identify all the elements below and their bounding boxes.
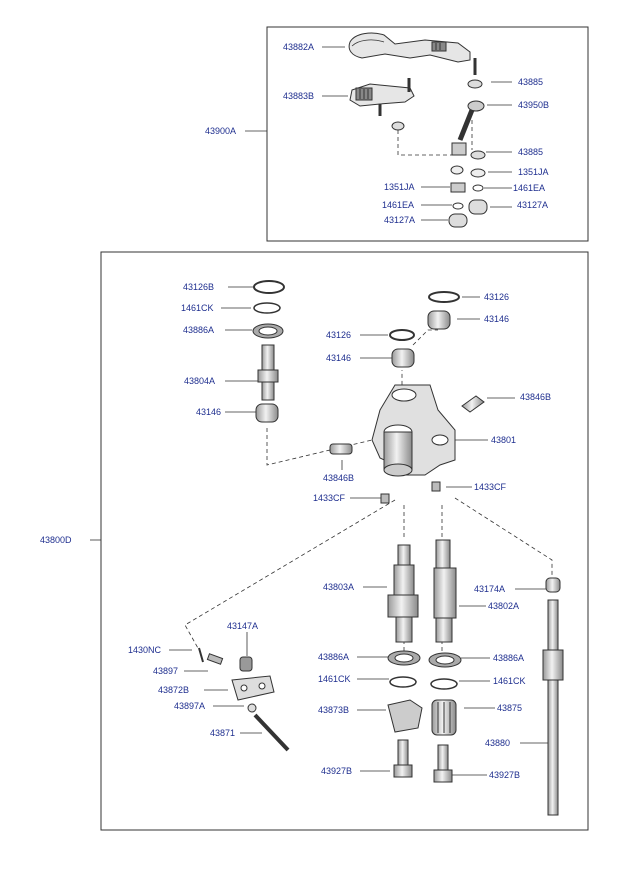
label-43872B: 43872B	[158, 685, 190, 695]
label-43127A-a: 43127A	[517, 200, 549, 210]
label-43802A: 43802A	[488, 601, 520, 611]
label-43846B-a: 43846B	[520, 392, 552, 402]
label-43885-b: 43885	[518, 147, 544, 157]
label-43871: 43871	[210, 728, 236, 738]
upper-assembly-frame	[266, 26, 589, 242]
label-43882A: 43882A	[283, 42, 315, 52]
part-43873B-43875-gears	[387, 699, 457, 736]
label-43886A-b: 43886A	[318, 652, 350, 662]
part-43883B-lever	[349, 78, 415, 131]
label-43800D: 43800D	[40, 535, 72, 545]
label-1433CF-b: 1433CF	[474, 482, 507, 492]
part-43950B-link	[448, 79, 488, 228]
label-43846B-b: 43846B	[323, 473, 355, 483]
label-43127A-b: 43127A	[384, 215, 416, 225]
part-43801-housing	[371, 384, 456, 477]
label-43146-a: 43146	[196, 407, 222, 417]
label-43927B-a: 43927B	[321, 766, 353, 776]
label-1461CK-a: 1461CK	[181, 303, 214, 313]
label-43147A: 43147A	[227, 621, 259, 631]
label-43883B: 43883B	[283, 91, 315, 101]
label-43146-c: 43146	[484, 314, 510, 324]
label-43886A-a: 43886A	[183, 325, 215, 335]
lower-leader-lines	[90, 286, 548, 776]
part-43927B-bolts	[393, 739, 453, 783]
lower-assembly-frame	[100, 251, 589, 831]
label-43885-a: 43885	[518, 77, 544, 87]
label-43900A: 43900A	[205, 126, 237, 136]
part-43803A-43802A-shafts	[387, 539, 457, 643]
label-43803A: 43803A	[323, 582, 355, 592]
label-43873B: 43873B	[318, 705, 350, 715]
label-1433CF-a: 1433CF	[313, 493, 346, 503]
label-43897: 43897	[153, 666, 179, 676]
label-1461EA-b: 1461EA	[382, 200, 415, 210]
part-43880-rod	[542, 577, 564, 816]
upper-leader-lines	[245, 46, 512, 221]
label-43886A-c: 43886A	[493, 653, 525, 663]
label-43875: 43875	[497, 703, 523, 713]
label-1430NC: 1430NC	[128, 645, 162, 655]
label-43897A: 43897A	[174, 701, 206, 711]
label-43126-a: 43126	[326, 330, 352, 340]
part-43872B-bracket	[198, 647, 290, 752]
label-43146-b: 43146	[326, 353, 352, 363]
label-43950B: 43950B	[518, 100, 550, 110]
label-43174A: 43174A	[474, 584, 506, 594]
lower-bearings-and-clips	[387, 650, 462, 690]
part-43882A-lever	[348, 32, 477, 75]
part-43804A-shaft	[257, 344, 279, 401]
label-1461EA-a: 1461EA	[513, 183, 546, 193]
label-43126-b: 43126	[484, 292, 510, 302]
label-1351JA-a: 1351JA	[384, 182, 415, 192]
label-1461CK-c: 1461CK	[493, 676, 526, 686]
label-43126B: 43126B	[183, 282, 215, 292]
part-43846B-plugs	[329, 395, 485, 504]
label-1461CK-b: 1461CK	[318, 674, 351, 684]
label-43801: 43801	[491, 435, 517, 445]
label-43927B-b: 43927B	[489, 770, 521, 780]
label-43804A: 43804A	[184, 376, 216, 386]
label-43880: 43880	[485, 738, 511, 748]
lower-rings	[252, 280, 460, 423]
label-1351JA-b: 1351JA	[518, 167, 549, 177]
